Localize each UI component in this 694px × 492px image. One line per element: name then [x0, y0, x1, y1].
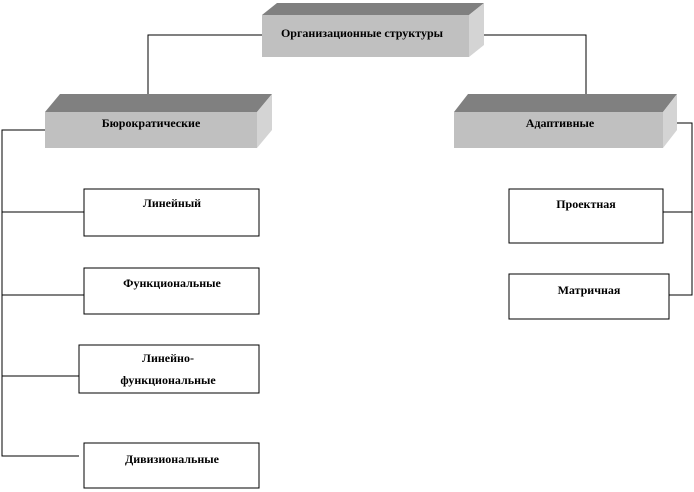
divisional-label: Дивизиональные — [125, 452, 220, 466]
box-linear-functional: Линейно- функциональные — [78, 344, 260, 394]
project-label: Проектная — [556, 197, 616, 211]
root-label: Организационные структуры — [281, 26, 444, 40]
box-functional: Функциональные — [83, 267, 260, 315]
connector-root-adaptive — [472, 34, 587, 108]
box-project: Проектная — [508, 188, 664, 244]
box-linear: Линейный — [83, 188, 260, 237]
linear-label: Линейный — [143, 196, 201, 210]
category-adaptive: Адаптивные — [454, 94, 677, 148]
connectors — [1, 34, 693, 457]
connector-adaptive-bus — [664, 122, 693, 296]
functional-label: Функциональные — [123, 276, 221, 290]
category-bureaucratic: Бюрократические — [45, 94, 272, 148]
matrix-label: Матричная — [558, 283, 621, 297]
bureaucratic-label: Бюрократические — [102, 116, 201, 130]
box-divisional: Дивизиональные — [83, 442, 260, 489]
adaptive-label: Адаптивные — [526, 116, 595, 130]
box-matrix: Матричная — [508, 273, 670, 320]
linear-functional-label-line1: Линейно- — [142, 351, 194, 365]
linear-functional-label-line2: функциональные — [120, 373, 216, 387]
root-node: Организационные структуры — [262, 3, 484, 57]
connector-bureaucratic-bus — [1, 129, 79, 457]
connector-root-bureaucratic — [147, 34, 262, 108]
